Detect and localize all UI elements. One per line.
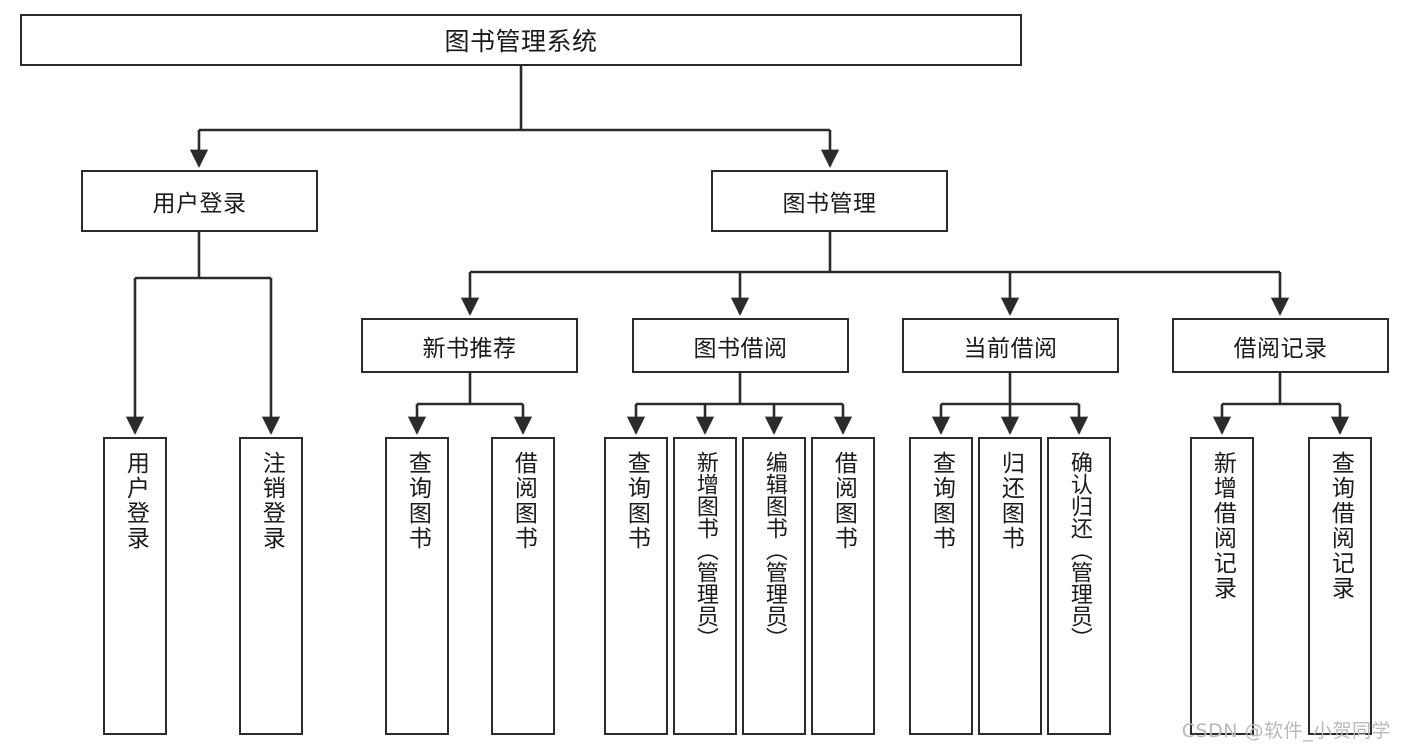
node-label: 用户登录 bbox=[152, 191, 247, 217]
node-label: 图书管理 bbox=[782, 191, 877, 217]
node-user-login[interactable]: 用户登录 bbox=[81, 170, 318, 232]
node-label: 新书推荐 bbox=[422, 335, 517, 362]
node-label: 用户登录 bbox=[122, 451, 149, 551]
node-label: 归还图书 bbox=[997, 451, 1024, 551]
node-label: 查询图书 bbox=[623, 451, 650, 551]
node-leaf-query-book-rec[interactable]: 查询图书 bbox=[385, 437, 449, 735]
node-label: 查询借阅记录 bbox=[1327, 451, 1354, 601]
node-leaf-confirm-return-admin[interactable]: 确认归还（管理员） bbox=[1047, 437, 1111, 735]
node-label: 借阅图书 bbox=[510, 451, 537, 551]
node-label: 图书管理系统 bbox=[444, 27, 598, 56]
node-leaf-borrow-book-rec[interactable]: 借阅图书 bbox=[491, 437, 555, 735]
node-leaf-user-login[interactable]: 用户登录 bbox=[103, 437, 167, 735]
node-leaf-return-book[interactable]: 归还图书 bbox=[978, 437, 1042, 735]
node-book-borrow[interactable]: 图书借阅 bbox=[632, 318, 849, 373]
node-label: 新增图书（管理员） bbox=[692, 451, 718, 649]
node-label: 查询图书 bbox=[404, 451, 431, 551]
node-leaf-add-borrow-record[interactable]: 新增借阅记录 bbox=[1190, 437, 1254, 735]
node-new-book-recommend[interactable]: 新书推荐 bbox=[361, 318, 578, 373]
node-leaf-add-book-admin[interactable]: 新增图书（管理员） bbox=[673, 437, 737, 735]
node-leaf-user-logout[interactable]: 注销登录 bbox=[239, 437, 303, 735]
node-leaf-query-book-borrow[interactable]: 查询图书 bbox=[604, 437, 668, 735]
node-leaf-edit-book-admin[interactable]: 编辑图书（管理员） bbox=[742, 437, 806, 735]
node-book-manage[interactable]: 图书管理 bbox=[711, 170, 948, 232]
node-label: 借阅图书 bbox=[830, 451, 857, 551]
node-leaf-query-book-current[interactable]: 查询图书 bbox=[909, 437, 973, 735]
node-leaf-borrow-book[interactable]: 借阅图书 bbox=[811, 437, 875, 735]
node-root-system[interactable]: 图书管理系统 bbox=[20, 14, 1022, 66]
node-current-borrow[interactable]: 当前借阅 bbox=[902, 318, 1119, 373]
watermark-text: CSDN @软件_小贺同学 bbox=[1181, 720, 1391, 742]
node-label: 编辑图书（管理员） bbox=[761, 451, 787, 649]
node-leaf-query-borrow-record[interactable]: 查询借阅记录 bbox=[1308, 437, 1372, 735]
node-label: 图书借阅 bbox=[693, 335, 788, 362]
node-label: 借阅记录 bbox=[1233, 335, 1328, 362]
node-label: 注销登录 bbox=[258, 451, 285, 551]
node-label: 查询图书 bbox=[928, 451, 955, 551]
node-label: 当前借阅 bbox=[963, 335, 1058, 362]
node-borrow-record[interactable]: 借阅记录 bbox=[1172, 318, 1389, 373]
node-label: 确认归还（管理员） bbox=[1066, 451, 1092, 649]
node-label: 新增借阅记录 bbox=[1209, 451, 1236, 601]
